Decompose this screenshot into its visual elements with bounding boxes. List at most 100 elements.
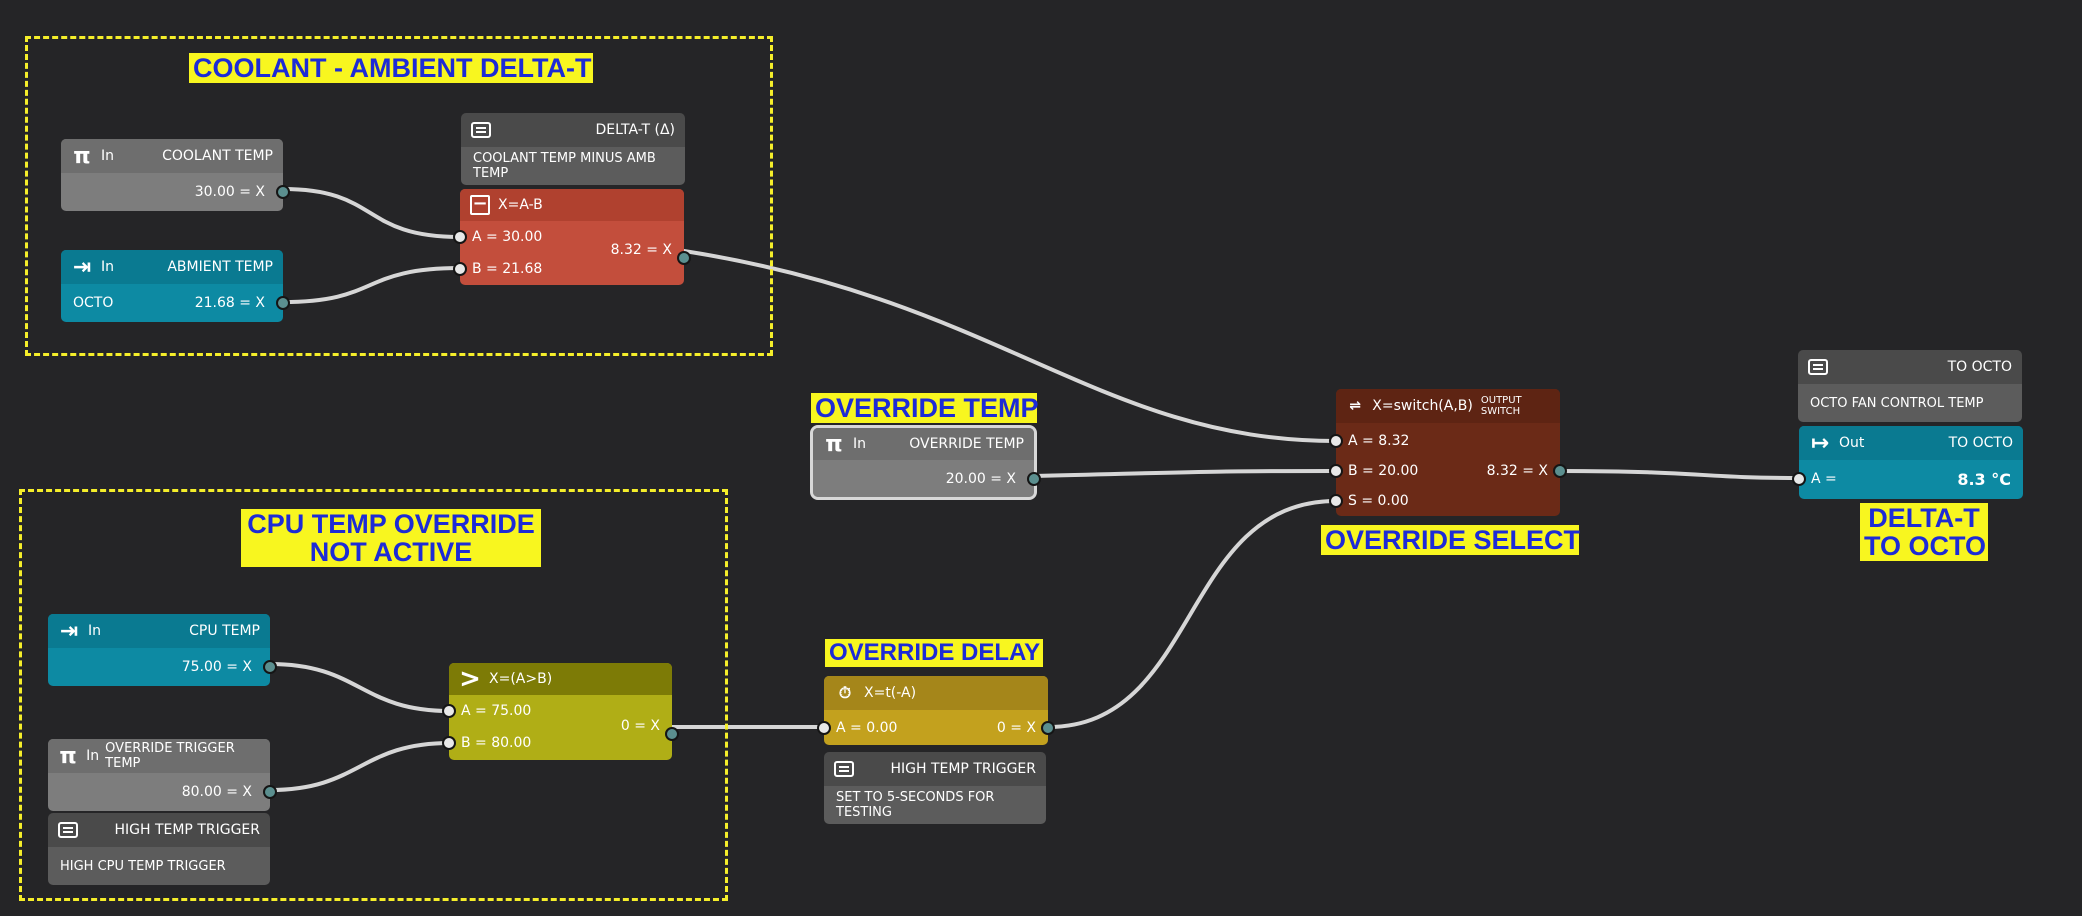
node-kind: Out <box>1839 435 1865 451</box>
group-coolant-ambient[interactable] <box>25 36 773 356</box>
group-cpu-override[interactable] <box>19 489 728 901</box>
comment-title: TO OCTO <box>1947 359 2012 375</box>
output-value: 21.68 = X <box>194 295 265 311</box>
wire-switch-to-out <box>1558 469 1802 480</box>
toggle-icon: ⇌ <box>1349 398 1362 414</box>
input-port-b[interactable] <box>453 262 467 276</box>
node-title: OVERRIDE TEMP <box>909 436 1024 452</box>
input-a-value: A = 8.32 <box>1348 433 1410 449</box>
output-port[interactable] <box>665 727 679 741</box>
node-kind: In <box>86 748 100 764</box>
label-override-temp: OVERRIDE TEMP <box>811 393 1039 423</box>
input-port-b[interactable] <box>442 736 456 750</box>
node-override-temp[interactable]: π In OVERRIDE TEMP 20.00 = X <box>810 425 1041 500</box>
comment-icon <box>471 122 491 138</box>
node-cpu-temp[interactable]: ⇥ In CPU TEMP 75.00 = X <box>48 614 277 686</box>
wire-delay-to-switch-s <box>1046 499 1338 729</box>
label-delta-to-octo: DELTA-T TO OCTO <box>1860 503 1988 561</box>
input-port-a[interactable] <box>442 704 456 718</box>
stopwatch-icon: ⏱ <box>838 683 852 702</box>
label-delta-line1: DELTA-T <box>1868 503 1980 533</box>
pi-icon: π <box>59 743 77 769</box>
group-title-coolant: COOLANT - AMBIENT DELTA-T <box>189 53 593 83</box>
node-kind: In <box>101 259 115 275</box>
input-a-value: A = 75.00 <box>461 703 532 719</box>
output-value: 75.00 = X <box>181 659 252 675</box>
node-comment-cpu[interactable]: HIGH TEMP TRIGGER HIGH CPU TEMP TRIGGER <box>48 813 270 885</box>
output-port[interactable] <box>1027 471 1041 486</box>
output-value: 8.32 = X <box>610 242 672 258</box>
node-comment-delay[interactable]: HIGH TEMP TRIGGER SET TO 5-SECONDS FOR T… <box>824 752 1046 824</box>
source-label: OCTO <box>73 295 114 311</box>
output-port[interactable] <box>263 660 277 674</box>
pi-icon: π <box>73 143 91 169</box>
sign-out-icon: ↦ <box>1810 430 1830 456</box>
minus-icon: − <box>470 195 490 215</box>
node-ambient-temp[interactable]: ⇥ In ABMIENT TEMP OCTO 21.68 = X <box>61 250 290 322</box>
pi-icon: π <box>825 431 843 457</box>
output-value: 0 = X <box>996 719 1036 736</box>
comment-body: COOLANT TEMP MINUS AMB TEMP <box>473 151 656 181</box>
input-port-a[interactable] <box>817 720 831 735</box>
output-value: 20.00 = X <box>945 470 1016 487</box>
input-b-value: B = 80.00 <box>461 735 532 751</box>
input-port-a[interactable] <box>1329 434 1343 448</box>
output-port[interactable] <box>263 785 277 799</box>
input-port-b[interactable] <box>1329 464 1343 478</box>
node-comment-to-octo[interactable]: TO OCTO OCTO FAN CONTROL TEMP <box>1798 350 2022 422</box>
node-delay[interactable]: ⏱ X=t(-A) A = 0.00 0 = X <box>817 676 1055 745</box>
node-title: OVERRIDE TRIGGER TEMP <box>105 741 235 771</box>
comment-icon <box>834 761 854 777</box>
output-value: 0 = X <box>620 718 660 734</box>
comment-title: DELTA-T (Δ) <box>595 122 675 138</box>
output-port[interactable] <box>1553 464 1567 478</box>
node-coolant-temp[interactable]: π In COOLANT TEMP 30.00 = X <box>61 139 290 211</box>
comment-icon <box>58 822 78 838</box>
node-formula: X=t(-A) <box>864 685 917 701</box>
node-kind: In <box>853 436 867 452</box>
input-b-value: B = 20.00 <box>1348 463 1419 479</box>
group-title-cpu-line1: CPU TEMP OVERRIDE <box>247 509 535 539</box>
input-a-value: A = 30.00 <box>472 229 543 245</box>
node-override-trigger[interactable]: π In OVERRIDE TRIGGER TEMP 80.00 = X <box>48 739 277 811</box>
node-formula: X=A-B <box>498 197 543 213</box>
output-port[interactable] <box>1041 720 1055 735</box>
node-output-to-octo[interactable]: ↦ Out TO OCTO A = 8.3 °C <box>1792 426 2023 499</box>
sign-in-icon: ⇥ <box>72 254 92 280</box>
output-port[interactable] <box>677 251 691 265</box>
group-title-cpu: CPU TEMP OVERRIDE NOT ACTIVE <box>241 509 541 567</box>
node-subtitle: OUTPUT SWITCH <box>1480 395 1522 417</box>
group-title-cpu-line2: NOT ACTIVE <box>309 537 473 567</box>
sign-in-icon: ⇥ <box>59 618 79 644</box>
node-formula: X=switch(A,B) <box>1372 398 1473 414</box>
wire-override-to-switch-b <box>1032 469 1338 478</box>
label-override-delay: OVERRIDE DELAY <box>825 639 1043 667</box>
comment-icon <box>1808 359 1828 375</box>
output-value: 80.00 = X <box>181 784 252 800</box>
comment-body: OCTO FAN CONTROL TEMP <box>1810 395 1984 411</box>
node-compare-greater[interactable]: > X=(A>B) A = 75.00 B = 80.00 0 = X <box>442 663 679 760</box>
output-value: 30.00 = X <box>194 184 265 200</box>
output-value: 8.32 = X <box>1486 463 1548 479</box>
node-comment-delta[interactable]: DELTA-T (Δ) COOLANT TEMP MINUS AMB TEMP <box>461 113 685 185</box>
comment-title: HIGH TEMP TRIGGER <box>114 822 260 838</box>
input-port-s[interactable] <box>1329 494 1343 508</box>
output-port[interactable] <box>276 296 290 310</box>
node-title: ABMIENT TEMP <box>167 259 273 275</box>
output-port[interactable] <box>276 185 290 199</box>
comment-body: SET TO 5-SECONDS FOR TESTING <box>836 790 995 820</box>
greater-than-icon: > <box>459 664 481 694</box>
node-formula: X=(A>B) <box>489 671 553 687</box>
input-port-a[interactable] <box>453 230 467 244</box>
node-title: CPU TEMP <box>189 623 260 639</box>
output-display-value: 8.3 °C <box>1957 469 2011 489</box>
node-output-switch[interactable]: ⇌ X=switch(A,B) OUTPUT SWITCH A = 8.32 B… <box>1329 389 1567 516</box>
comment-body: HIGH CPU TEMP TRIGGER <box>60 858 226 874</box>
input-port-a[interactable] <box>1792 472 1806 486</box>
comment-title: HIGH TEMP TRIGGER <box>890 761 1036 777</box>
node-subtract[interactable]: − X=A-B A = 30.00 B = 21.68 8.32 = X <box>453 189 691 285</box>
input-a-label: A = <box>1811 471 1837 487</box>
input-a-value: A = 0.00 <box>836 719 898 736</box>
node-title: TO OCTO <box>1948 435 2013 451</box>
